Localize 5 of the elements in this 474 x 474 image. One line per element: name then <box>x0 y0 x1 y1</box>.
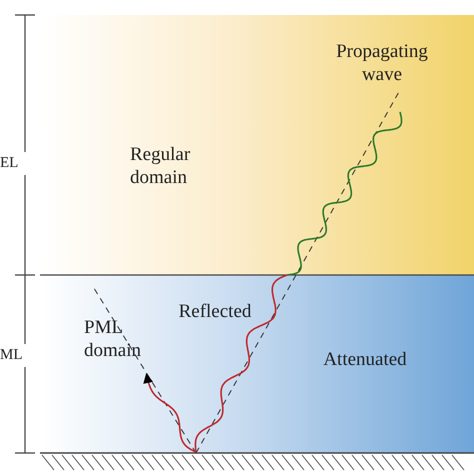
region-label: Regular domain <box>130 143 192 189</box>
region-label: Reflected <box>178 300 252 323</box>
wave-label: Propagating wave <box>335 40 429 86</box>
region-label: PML domain <box>84 316 142 362</box>
region-label: Attenuated <box>322 348 408 371</box>
